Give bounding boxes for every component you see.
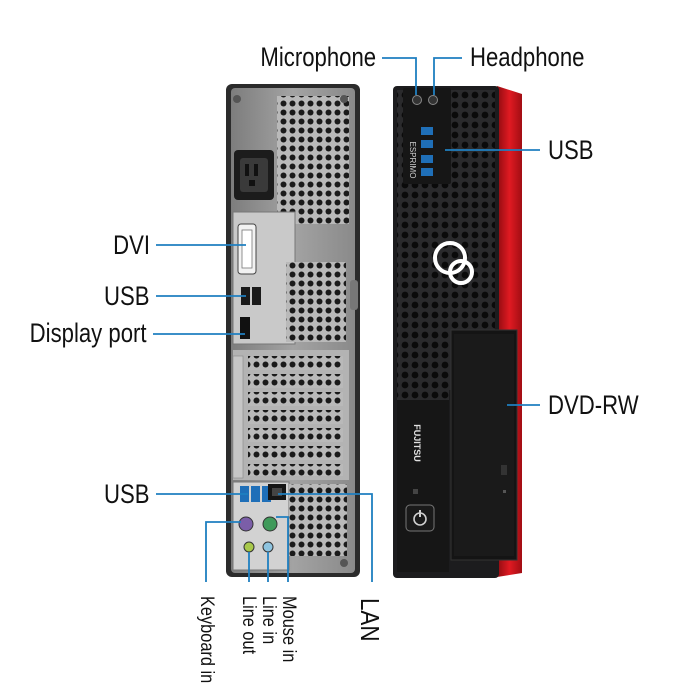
label-keyboard-in: Keyboard in	[196, 596, 217, 684]
label-usb-rear-top: USB	[104, 281, 150, 311]
rear-mid-vent	[286, 262, 346, 342]
label-usb-rear-bottom: USB	[104, 479, 150, 509]
keyboard-port	[238, 516, 254, 532]
model-label: ESPRIMO	[408, 142, 417, 179]
fujitsu-logo-icon	[433, 241, 474, 285]
label-headphone: Headphone	[470, 42, 585, 72]
rear-bottom-vent	[289, 484, 347, 556]
microphone-jack	[412, 95, 422, 105]
line-in-jack	[262, 541, 274, 553]
label-usb-front: USB	[548, 135, 594, 165]
screw-icon	[233, 95, 241, 103]
leader-microphone	[382, 57, 417, 95]
leader-mouse	[276, 516, 289, 582]
brand-label: FUJITSU	[412, 424, 422, 462]
label-mouse-in: Mouse in	[278, 596, 299, 663]
mouse-port	[262, 516, 278, 532]
headphone-jack	[428, 95, 438, 105]
lan-port	[268, 484, 286, 500]
leader-keyboard	[205, 521, 241, 582]
hdd-led-icon	[413, 489, 418, 494]
rear-top-vent	[277, 96, 349, 224]
display-port	[240, 317, 250, 339]
leader-lan	[278, 493, 373, 582]
line-out-jack	[243, 541, 255, 553]
leader-headphone	[433, 57, 462, 95]
screw-icon	[340, 559, 348, 567]
label-dvd-rw: DVD-RW	[548, 390, 639, 420]
front-panel: ESPRIMO FUJITSU	[393, 86, 522, 578]
screw-icon	[340, 95, 348, 103]
rear-panel	[226, 84, 360, 577]
usb-front-ports	[421, 127, 433, 176]
label-line-in: Line in	[258, 596, 279, 645]
expansion-slots	[232, 350, 349, 480]
power-socket	[234, 150, 274, 200]
leader-lines	[153, 57, 540, 582]
dvi-port	[237, 223, 257, 275]
label-dvi: DVI	[113, 230, 150, 260]
dvd-rw-drive	[450, 329, 518, 561]
label-display-port: Display port	[30, 318, 147, 348]
label-microphone: Microphone	[260, 42, 376, 72]
power-button[interactable]	[405, 504, 435, 532]
label-line-out: Line out	[238, 596, 259, 655]
label-lan: LAN	[355, 598, 385, 642]
